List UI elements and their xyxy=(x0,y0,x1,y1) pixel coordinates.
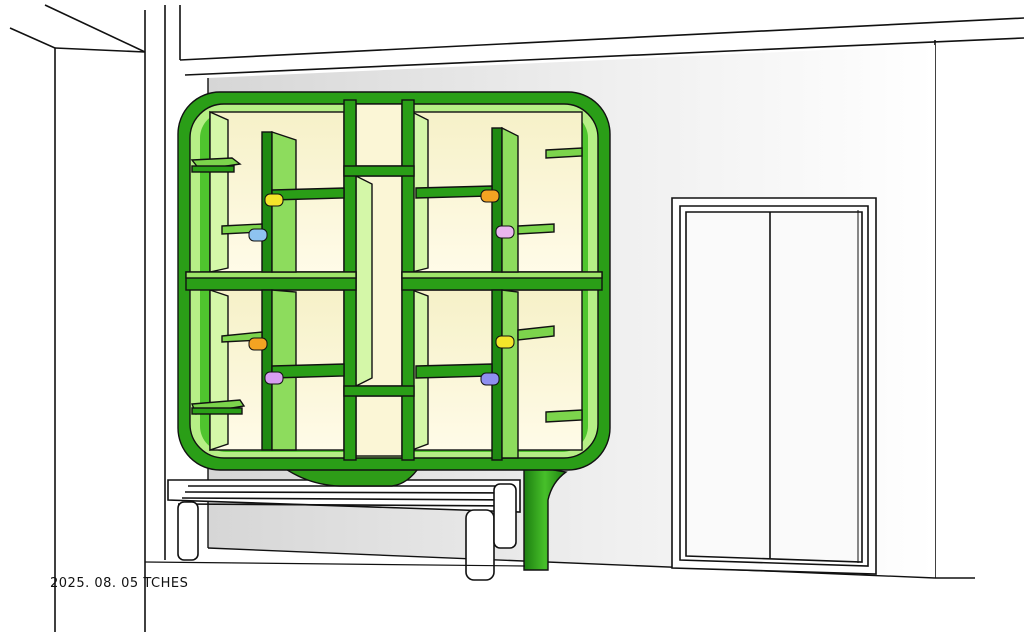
yellow-tag xyxy=(264,193,284,207)
violet-tag xyxy=(264,371,284,385)
date-caption: 2025. 08. 05 TCHES xyxy=(50,576,189,591)
orange-tag xyxy=(248,337,268,351)
periwinkle-tag xyxy=(480,372,500,386)
floor-line xyxy=(144,561,526,567)
elevator-door xyxy=(671,197,877,575)
pink-tag xyxy=(495,225,515,239)
orange-tag xyxy=(480,189,500,203)
yellow-tag xyxy=(495,335,515,349)
bench xyxy=(167,479,521,581)
blue-tag xyxy=(248,228,268,242)
color-tags xyxy=(248,189,515,386)
